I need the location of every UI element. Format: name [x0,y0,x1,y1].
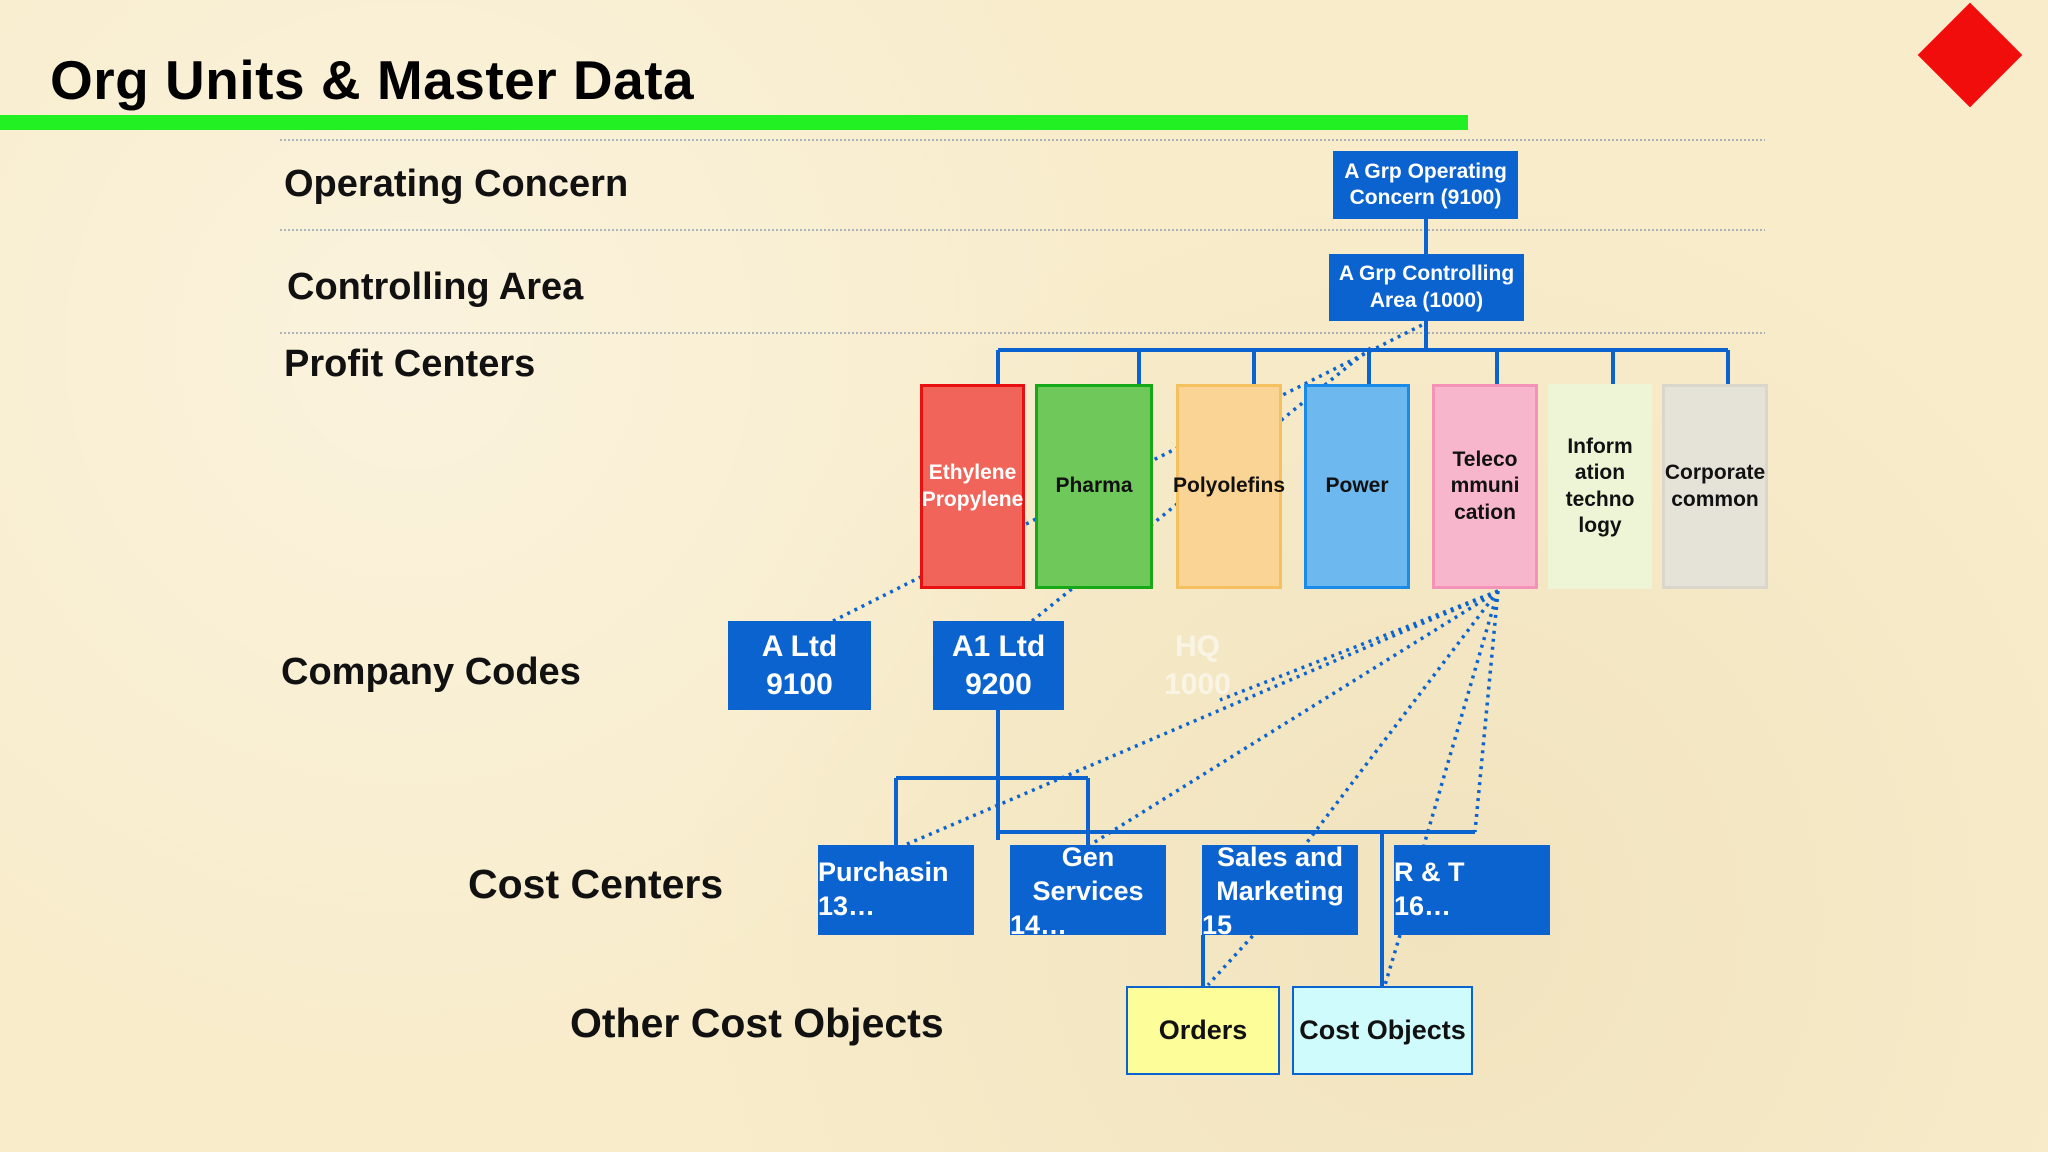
cost-center-code: 15 [1202,909,1233,935]
cost-center-name: Purchasin [818,857,949,888]
cost-center-box[interactable]: R & T 16… [1394,845,1550,935]
cost-object-label: Cost Objects [1299,1014,1466,1045]
profit-center-box[interactable]: Inform ation techno logy [1548,384,1652,589]
cost-object-label: Orders [1158,1014,1248,1045]
cost-object-box[interactable]: Cost Objects [1292,986,1473,1075]
profit-center-box[interactable]: Ethylene Propylene [920,384,1025,589]
company-code-number: 9200 [965,667,1032,701]
company-code-name: A Ltd [761,630,838,663]
company-code-number: 9100 [766,667,833,701]
cost-center-code: 14… [1010,909,1068,935]
cost-object-box[interactable]: Orders [1126,986,1280,1075]
cost-center-name: Sales and Marketing [1216,845,1344,907]
operating-concern-box[interactable]: A Grp Operating Concern (9100) [1333,151,1518,219]
cost-center-box[interactable]: Gen Services 14… [1010,845,1166,935]
company-code-number: 1000 [1164,667,1231,701]
company-code-box-faded[interactable]: HQ 1000 [1130,621,1265,710]
profit-center-label: Polyolefins [1172,474,1286,498]
cost-center-name: Gen Services [1032,845,1144,907]
cost-center-box[interactable]: Sales and Marketing 15 [1202,845,1358,935]
profit-center-box[interactable]: Teleco mmuni cation [1432,384,1538,589]
level-label-profit-centers: Profit Centers [284,343,536,385]
level-label-other-cost-objects: Other Cost Objects [570,1000,944,1046]
profit-center-box[interactable]: Polyolefins [1172,384,1286,589]
level-label-operating-concern: Operating Concern [284,163,629,205]
profit-center-label: Power [1325,474,1389,498]
profit-center-label: Ethylene Propylene [921,461,1024,511]
hierarchy-connectors [894,219,1730,986]
company-code-name: HQ [1175,630,1220,663]
cost-center-box[interactable]: Purchasin 13… [818,845,974,935]
level-label-company-codes: Company Codes [281,651,581,693]
level-label-cost-centers: Cost Centers [468,861,724,907]
profit-center-label: Corporate common [1664,461,1766,511]
level-separators [280,139,1765,334]
company-code-box[interactable]: A1 Ltd 9200 [933,621,1064,710]
company-code-name: A1 Ltd [951,630,1046,663]
profit-center-label: Pharma [1055,474,1133,498]
page-title: Org Units & Master Data [50,49,695,111]
profit-center-box[interactable]: Corporate common [1662,384,1768,589]
profit-center-label: Teleco mmuni cation [1450,448,1520,524]
cost-center-code: 16… [1394,891,1452,921]
controlling-area-box[interactable]: A Grp Controlling Area (1000) [1329,254,1524,321]
profit-center-box[interactable]: Pharma [1035,384,1153,589]
cost-center-code: 13… [818,891,876,921]
cost-center-name: R & T [1394,857,1465,888]
company-code-box[interactable]: A Ltd 9100 [728,621,871,710]
level-label-controlling-area: Controlling Area [287,266,584,308]
title-underline [0,115,1468,130]
profit-center-label: Inform ation techno logy [1565,435,1635,537]
profit-center-box[interactable]: Power [1304,384,1410,589]
